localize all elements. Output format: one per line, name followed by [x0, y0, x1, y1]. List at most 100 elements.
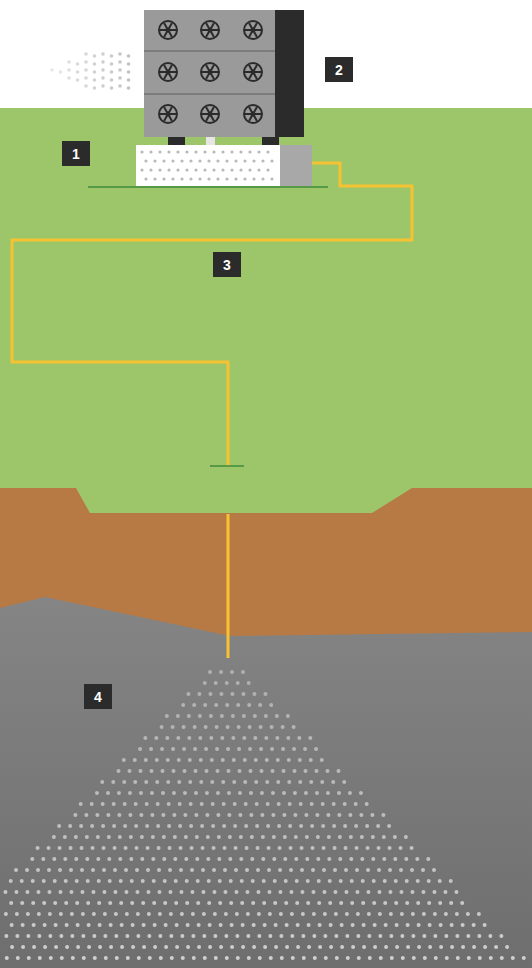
- co2-dot: [198, 714, 202, 718]
- vent-dot: [158, 168, 161, 171]
- co2-dot: [404, 835, 408, 839]
- co2-dot: [218, 879, 222, 883]
- co2-dot: [356, 934, 360, 938]
- co2-dot: [337, 769, 341, 773]
- fan: [159, 105, 177, 123]
- co2-dot: [276, 758, 280, 762]
- co2-dot: [279, 912, 283, 916]
- vent-dot: [207, 159, 210, 162]
- co2-dot: [172, 813, 176, 817]
- co2-dot: [133, 780, 137, 784]
- vent-dot: [266, 168, 269, 171]
- co2-dot: [146, 846, 150, 850]
- co2-dot: [103, 934, 107, 938]
- co2-dot: [161, 769, 165, 773]
- co2-dot: [333, 868, 337, 872]
- co2-dot: [102, 846, 106, 850]
- co2-dot: [350, 879, 354, 883]
- co2-dot: [368, 956, 372, 960]
- co2-dot: [238, 813, 242, 817]
- co2-dot: [25, 868, 29, 872]
- fan-hub: [166, 70, 171, 75]
- co2-dot: [247, 681, 251, 685]
- co2-dot: [234, 868, 238, 872]
- co2-dot: [125, 912, 129, 916]
- co2-dot: [365, 824, 369, 828]
- fan: [201, 63, 219, 81]
- co2-dot: [157, 890, 161, 894]
- co2-dot: [212, 868, 216, 872]
- co2-dot: [284, 901, 288, 905]
- co2-dot: [252, 945, 256, 949]
- co2-dot: [340, 923, 344, 927]
- co2-dot: [248, 747, 252, 751]
- co2-dot: [102, 890, 106, 894]
- co2-dot: [355, 890, 359, 894]
- co2-dot: [372, 901, 376, 905]
- co2-dot: [273, 879, 277, 883]
- co2-dot: [117, 813, 121, 817]
- co2-dot: [214, 956, 218, 960]
- co2-dot: [270, 747, 274, 751]
- support-leg: [168, 136, 185, 145]
- co2-dot: [70, 934, 74, 938]
- co2-dot: [225, 703, 229, 707]
- co2-dot: [326, 769, 330, 773]
- co2-dot: [171, 725, 175, 729]
- vent-dot: [221, 168, 224, 171]
- co2-dot: [261, 857, 265, 861]
- co2-dot: [106, 791, 110, 795]
- co2-dot: [271, 769, 275, 773]
- air-dot: [93, 54, 97, 58]
- co2-dot: [278, 890, 282, 894]
- co2-dot: [377, 846, 381, 850]
- vent-dot: [185, 150, 188, 153]
- co2-dot: [323, 912, 327, 916]
- fan-ring: [244, 105, 262, 123]
- vent-dot: [252, 159, 255, 162]
- co2-dot: [399, 846, 403, 850]
- co2-dot: [74, 857, 78, 861]
- co2-dot: [158, 912, 162, 916]
- co2-dot: [183, 769, 187, 773]
- co2-dot: [348, 791, 352, 795]
- co2-dot: [389, 912, 393, 916]
- co2-dot: [231, 736, 235, 740]
- co2-dot: [351, 945, 355, 949]
- co2-dot: [97, 879, 101, 883]
- co2-dot: [155, 780, 159, 784]
- co2-dot: [54, 945, 58, 949]
- co2-dot: [256, 846, 260, 850]
- co2-dot: [118, 857, 122, 861]
- co2-dot: [304, 769, 308, 773]
- co2-dot: [360, 835, 364, 839]
- co2-dot: [324, 956, 328, 960]
- co2-dot: [299, 824, 303, 828]
- co2-dot: [175, 945, 179, 949]
- co2-dot: [346, 956, 350, 960]
- co2-dot: [140, 857, 144, 861]
- co2-dot: [204, 747, 208, 751]
- co2-dot: [153, 945, 157, 949]
- co2-dot: [366, 890, 370, 894]
- co2-dot: [255, 824, 259, 828]
- co2-dot: [335, 956, 339, 960]
- vent-dot: [216, 177, 219, 180]
- vent-dot: [153, 177, 156, 180]
- co2-dot: [85, 835, 89, 839]
- vent-dot: [239, 150, 242, 153]
- co2-dot: [26, 934, 30, 938]
- co2-dot: [259, 747, 263, 751]
- co2-dot: [122, 780, 126, 784]
- co2-dot: [152, 879, 156, 883]
- co2-dot: [428, 923, 432, 927]
- co2-dot: [241, 945, 245, 949]
- co2-dot: [252, 692, 256, 696]
- co2-dot: [155, 758, 159, 762]
- air-dot: [76, 78, 80, 82]
- co2-dot: [47, 890, 51, 894]
- co2-dot: [41, 857, 45, 861]
- vent-dot: [171, 159, 174, 162]
- vent-dot: [243, 159, 246, 162]
- co2-dot: [141, 879, 145, 883]
